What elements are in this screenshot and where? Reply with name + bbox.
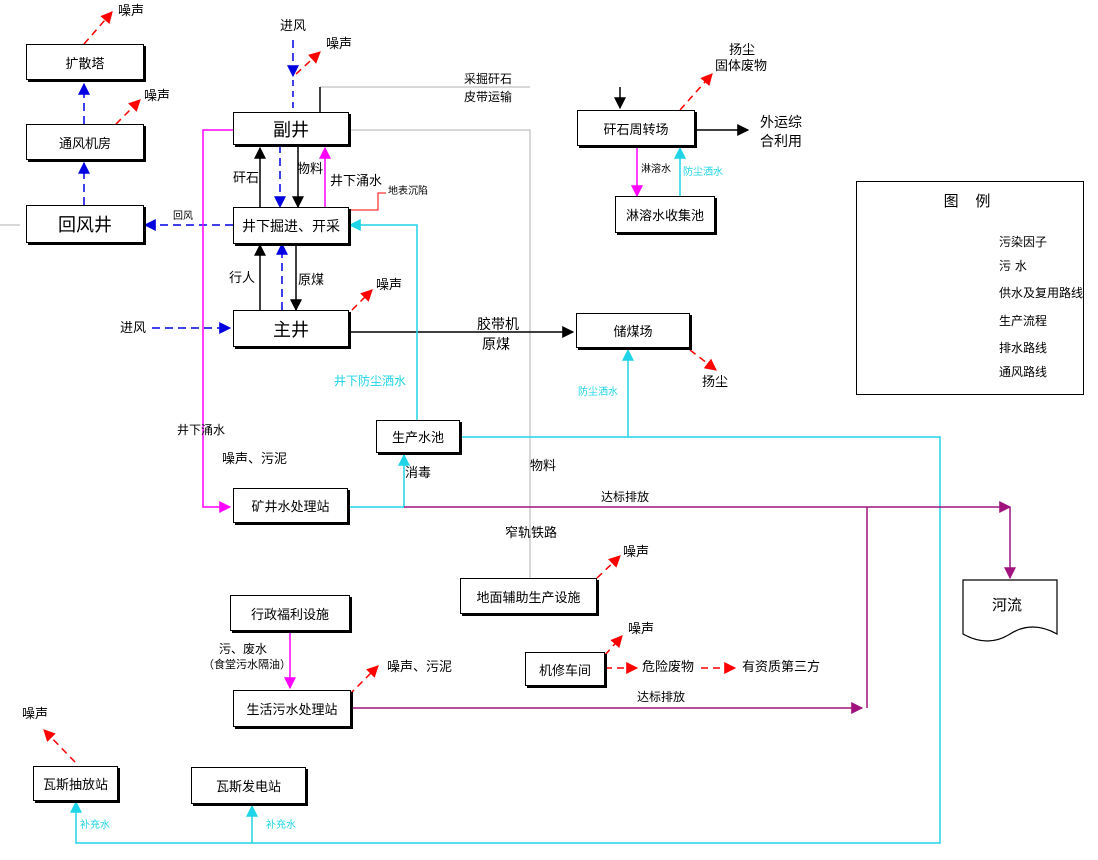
external-use-label-2: 合利用 <box>760 134 802 150</box>
inflow-water-label-aux: 井下涌水 <box>330 174 383 189</box>
noise-label-aux: 噪声 <box>326 37 353 52</box>
discharge-label-bottom: 达标排放 <box>637 690 686 704</box>
sewage-routes <box>202 129 643 690</box>
pollutant-arrows <box>43 11 737 763</box>
diffusion-tower-box: 扩散塔 <box>26 44 144 80</box>
dust-spray-label-gangue: 防尘洒水 <box>683 167 723 178</box>
external-use-label-1: 外运综 <box>760 115 802 131</box>
gangue-belt-label-1: 采掘矸石 <box>464 72 513 86</box>
noise-label-repair: 噪声 <box>628 622 655 637</box>
noise-label-surface: 噪声 <box>623 545 650 560</box>
gangue-label: 矸石 <box>233 171 260 186</box>
noise-label-gas: 噪声 <box>22 707 49 722</box>
leach-water-label: 淋溶水 <box>641 164 671 175</box>
belt-conveyor-label: 胶带机 <box>477 317 519 333</box>
noise-sludge-label-domestic: 噪声、污泥 <box>387 660 453 675</box>
makeup-water-label-2: 补充水 <box>266 820 296 831</box>
legend: 图 例 污染因子 污 水 供水及复用路线 生产流程 排水路线 通风路线 <box>856 181 1084 395</box>
noise-label-fan: 噪声 <box>144 89 171 104</box>
legend-item-supply: 供水及复用路线 <box>999 286 1084 300</box>
fan-room-box: 通风机房 <box>26 124 144 160</box>
main-shaft-box: 主井 <box>233 310 349 347</box>
river-shape <box>962 579 1058 642</box>
legend-item-pollutant: 污染因子 <box>999 235 1048 249</box>
legend-item-sewage: 污 水 <box>999 259 1027 273</box>
material-label-rail: 物料 <box>530 459 557 474</box>
legend-item-ventilation: 通风路线 <box>999 365 1048 379</box>
sewage-label-2: （食堂污水隔油） <box>203 658 291 671</box>
leach-pool-box: 淋溶水收集池 <box>615 196 715 233</box>
legend-item-production: 生产流程 <box>999 314 1048 328</box>
inflow-water-label-left: 井下涌水 <box>177 423 226 437</box>
discharge-label-top: 达标排放 <box>601 490 650 504</box>
underground-dust-spray-label: 井下防尘洒水 <box>334 374 407 388</box>
sewage-label-1: 污、废水 <box>219 642 268 656</box>
gangue-belt-label-2: 皮带运输 <box>464 90 513 104</box>
disinfection-label: 消毒 <box>405 466 432 481</box>
subsidence-label: 地表沉陷 <box>388 186 428 197</box>
underground-mining-box: 井下掘进、开采 <box>233 207 349 244</box>
inlet-air-label-main: 进风 <box>120 321 147 336</box>
noise-label-main: 噪声 <box>376 278 403 293</box>
pedestrian-label: 行人 <box>229 271 256 286</box>
mine-water-plant-box: 矿井水处理站 <box>233 488 348 523</box>
legend-title: 图 例 <box>943 192 997 210</box>
repair-box: 机修车间 <box>525 652 605 686</box>
raw-coal-label-belt: 原煤 <box>482 337 510 353</box>
domestic-plant-box: 生活污水处理站 <box>233 690 351 727</box>
river-label: 河流 <box>992 596 1023 614</box>
ventilation-routes <box>78 40 299 334</box>
qualified-third-party-label: 有资质第三方 <box>742 660 821 675</box>
aux-shaft-box: 副井 <box>233 112 349 145</box>
noise-label-diffusion: 噪声 <box>118 4 145 19</box>
legend-item-drainage: 排水路线 <box>999 341 1048 355</box>
raw-coal-label-shaft: 原煤 <box>298 273 325 288</box>
inlet-air-label-top: 进风 <box>280 19 307 34</box>
makeup-water-label-1: 补充水 <box>80 820 110 831</box>
material-label-aux: 物料 <box>297 162 324 177</box>
gangue-transfer-box: 矸石周转场 <box>577 110 695 146</box>
dust-label-coal: 扬尘 <box>702 375 729 390</box>
solid-waste-label: 固体废物 <box>715 59 768 74</box>
narrow-rail-label: 窄轨铁路 <box>505 526 558 541</box>
admin-box: 行政福利设施 <box>230 595 350 631</box>
production-pool-box: 生产水池 <box>376 420 460 453</box>
production-routes <box>254 87 750 338</box>
subsidence-bracket <box>350 192 386 211</box>
return-shaft-box: 回风井 <box>26 205 144 243</box>
thin-guide-lines <box>0 86 531 578</box>
dust-spray-label-coal: 防尘洒水 <box>578 387 618 398</box>
surface-aux-box: 地面辅助生产设施 <box>460 578 597 614</box>
coal-storage-box: 储煤场 <box>576 313 690 348</box>
noise-sludge-label-mine: 噪声、污泥 <box>222 452 288 467</box>
supply-routes <box>70 146 941 844</box>
return-air-label: 回风 <box>173 211 193 222</box>
gas-power-box: 瓦斯发电站 <box>191 767 306 804</box>
hazardous-waste-label: 危险废物 <box>642 660 695 675</box>
gas-station-box: 瓦斯抽放站 <box>33 766 118 801</box>
dust-label-gangue: 扬尘 <box>729 43 756 58</box>
drainage-routes <box>352 501 1016 714</box>
